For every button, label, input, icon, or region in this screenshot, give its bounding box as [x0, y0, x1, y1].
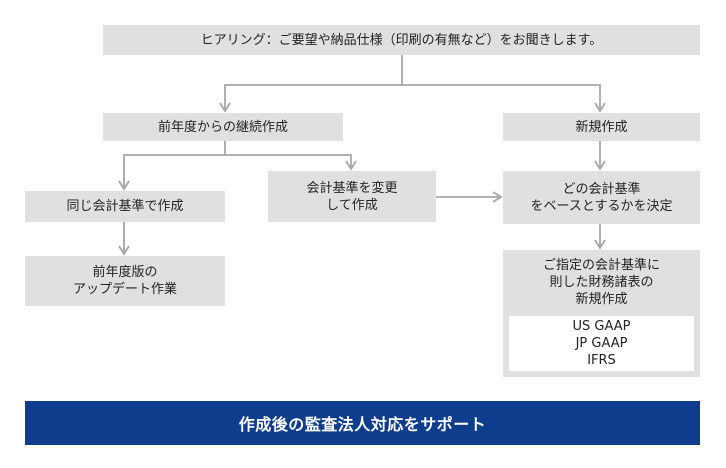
- standard-jp-gaap: JP GAAP: [575, 336, 628, 351]
- arrow-hearing-to-new: [402, 84, 606, 113]
- specified-standard-title: ご指定の会計基準に 則した財務諸表の 新規作成: [542, 257, 660, 307]
- decide-standard-box: どの会計基準 をベースとするかを決定: [503, 171, 700, 224]
- standard-us-gaap: US GAAP: [572, 319, 631, 334]
- standards-list: US GAAP JP GAAP IFRS: [509, 316, 694, 371]
- continuation-box: 前年度からの継続作成: [103, 113, 343, 141]
- arrow-hearing-to-continuation: [219, 55, 403, 113]
- new-creation-box: 新規作成: [503, 113, 700, 141]
- update-work-box: 前年度版の アップデート作業: [25, 256, 225, 306]
- arrow-continuation-to-same: [118, 141, 226, 191]
- change-standard-box: 会計基準を変更 して作成: [268, 171, 436, 222]
- audit-support-banner: 作成後の監査法人対応をサポート: [25, 401, 700, 445]
- arrow-continuation-to-change: [225, 154, 357, 171]
- standard-ifrs: IFRS: [587, 353, 616, 368]
- specified-standard-box: ご指定の会計基準に 則した財務諸表の 新規作成 US GAAP JP GAAP …: [503, 250, 700, 377]
- same-standard-box: 同じ会計基準で作成: [25, 191, 225, 222]
- hearing-box: ヒアリング：ご要望や納品仕様（印刷の有無など）をお聞きします。: [103, 25, 700, 55]
